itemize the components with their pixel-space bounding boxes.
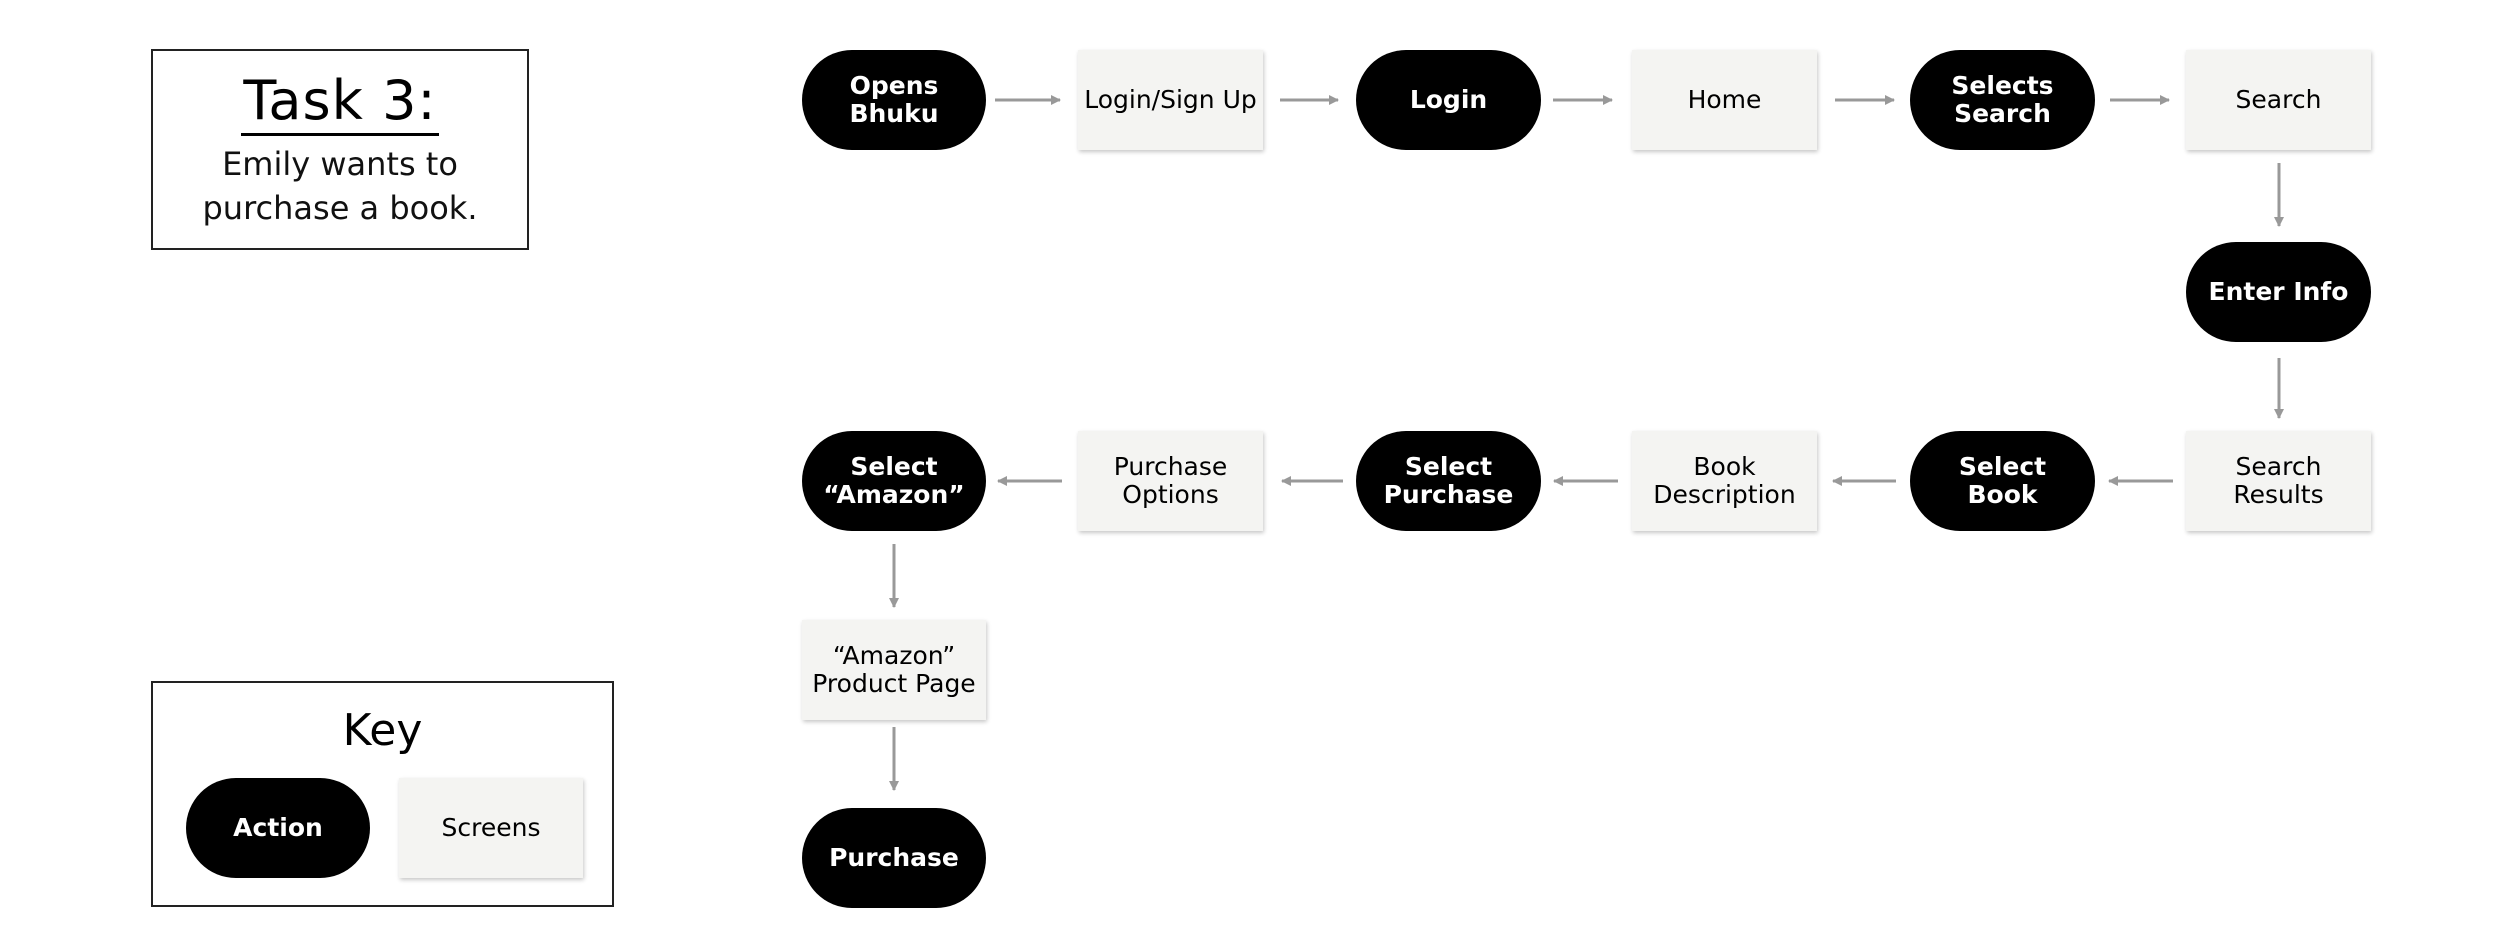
- node-purchase-options-screen: Purchase Options: [1078, 431, 1263, 531]
- node-search-screen: Search: [2186, 50, 2371, 150]
- node-login: Login: [1356, 50, 1541, 150]
- node-search-results-screen: Search Results: [2186, 431, 2371, 531]
- node-selects-search: Selects Search: [1910, 50, 2095, 150]
- node-book-description-screen: Book Description: [1632, 431, 1817, 531]
- node-purchase: Purchase: [802, 808, 986, 908]
- task-title: Task 3:: [241, 72, 439, 136]
- node-enter-info: Enter Info: [2186, 242, 2371, 342]
- node-home-screen: Home: [1632, 50, 1817, 150]
- task-card: Task 3: Emily wants to purchase a book.: [151, 49, 529, 250]
- legend-screen-node: Screens: [399, 778, 583, 878]
- node-opens-bhuku: Opens Bhuku: [802, 50, 986, 150]
- legend: Key Action Screens: [151, 681, 614, 907]
- task-description: Emily wants to purchase a book.: [202, 144, 478, 227]
- legend-action-node: Action: [186, 778, 370, 878]
- node-amazon-product-page-screen: “Amazon” Product Page: [802, 620, 986, 720]
- node-select-purchase: Select Purchase: [1356, 431, 1541, 531]
- legend-title: Key: [342, 705, 423, 756]
- node-select-amazon: Select “Amazon”: [802, 431, 986, 531]
- node-select-book: Select Book: [1910, 431, 2095, 531]
- node-login-signup-screen: Login/Sign Up: [1078, 50, 1263, 150]
